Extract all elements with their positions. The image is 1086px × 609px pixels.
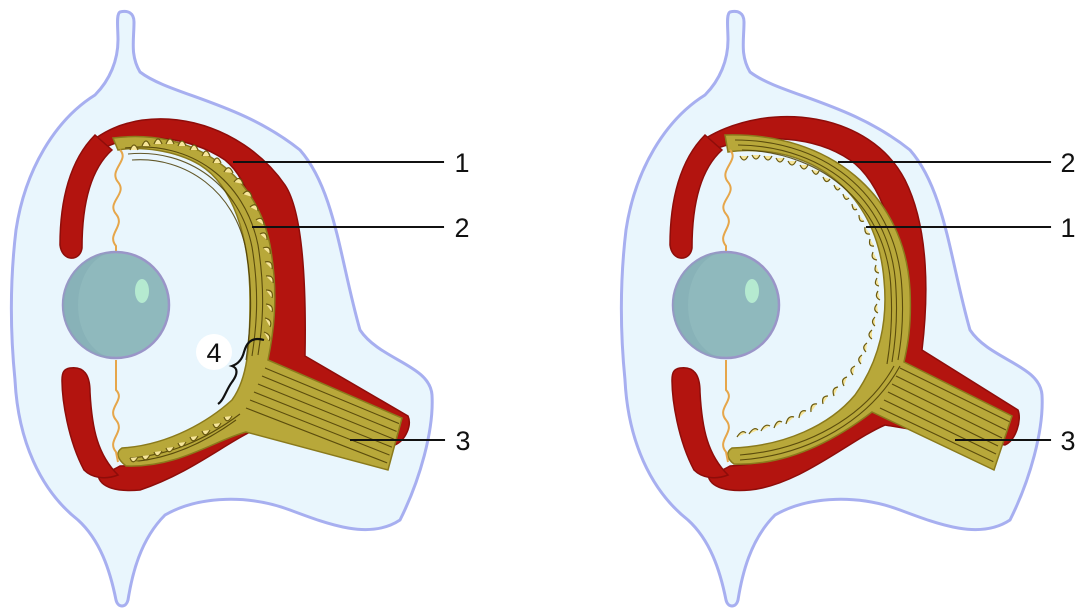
callout-4-label: 4 [206, 338, 221, 368]
callout-2: 2 [1051, 145, 1085, 179]
callout-3: 3 [445, 422, 481, 458]
callout-1-label: 1 [1060, 213, 1075, 243]
callout-2-label: 2 [454, 213, 469, 243]
callout-3-label: 3 [455, 426, 470, 456]
callout-2: 2 [444, 209, 480, 245]
callout-3: 3 [1051, 423, 1085, 457]
callout-4: 4 [196, 334, 232, 370]
callout-3-label: 3 [1060, 426, 1075, 456]
lens-right [673, 252, 779, 358]
callout-1: 1 [1051, 210, 1085, 244]
callout-1: 1 [444, 144, 480, 180]
callout-2-label: 2 [1060, 148, 1075, 178]
eye-left-group: 1 2 3 4 [11, 11, 481, 606]
lens-left [63, 252, 169, 358]
eye-right-group: 2 1 3 [621, 11, 1085, 606]
callout-1-label: 1 [454, 148, 469, 178]
